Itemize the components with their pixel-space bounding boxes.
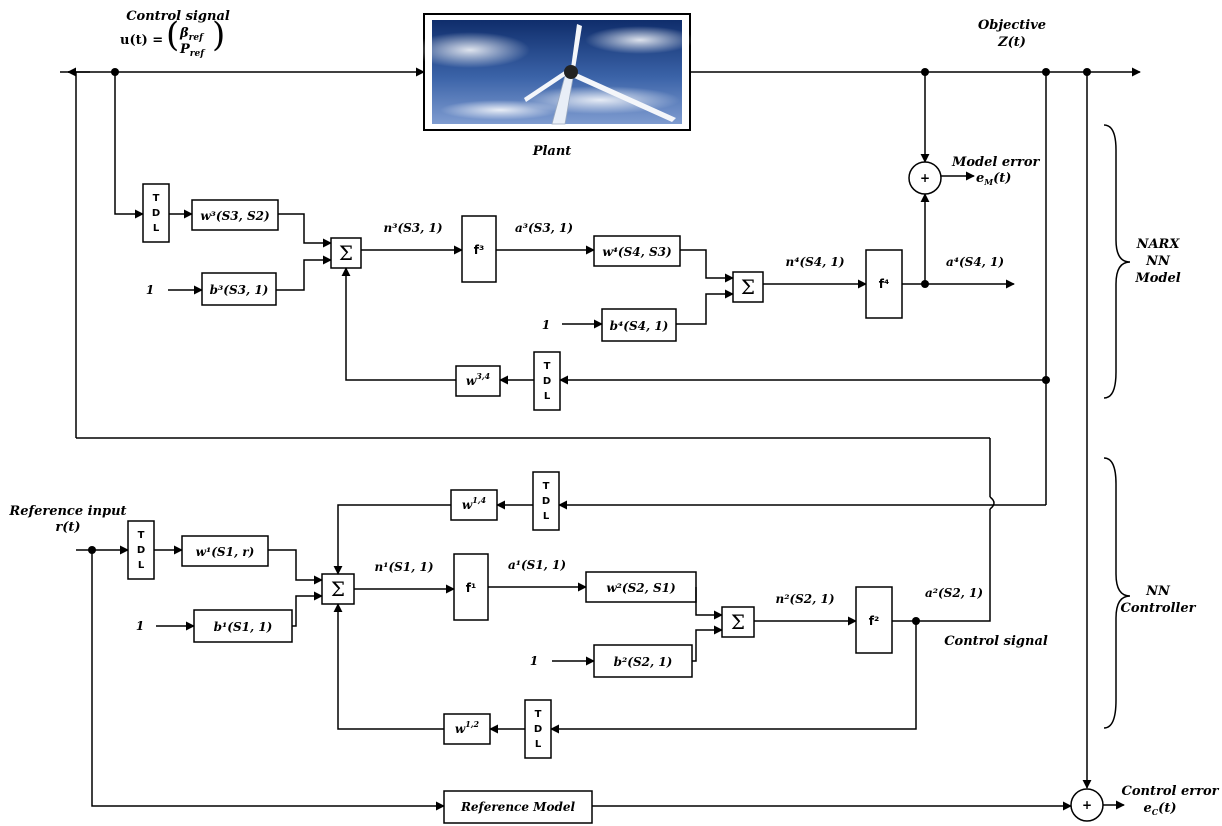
model-error-var: eM(t) <box>976 171 1011 187</box>
plant-label: Plant <box>532 144 572 159</box>
narx-bias-input-1: 1 <box>146 283 154 297</box>
controller-brace-label-1: NN <box>1145 584 1171 599</box>
ctrl-control-signal-label: Control signal <box>944 634 1048 649</box>
control-signal-eq: u(t) = <box>120 33 163 48</box>
svg-text:T: T <box>535 709 542 720</box>
svg-text:T: T <box>153 193 160 204</box>
right-paren: ) <box>212 15 225 55</box>
model-error-title: Model error <box>951 155 1041 170</box>
svg-text:L: L <box>153 223 160 234</box>
control-error-title: Control error <box>1122 784 1220 799</box>
svg-text:b³(S3, 1): b³(S3, 1) <box>210 283 269 297</box>
svg-text:f³: f³ <box>474 243 484 257</box>
narx-bias-input-2: 1 <box>542 318 550 332</box>
svg-text:w³(S3, S2): w³(S3, S2) <box>200 209 269 223</box>
svg-text:b²(S2, 1): b²(S2, 1) <box>614 655 673 669</box>
ctrl-a1-label: a¹(S1, 1) <box>508 558 566 572</box>
svg-text:f²: f² <box>869 614 879 628</box>
narx-brace-label-2: NN <box>1145 254 1171 269</box>
svg-text:D: D <box>137 545 145 556</box>
svg-text:L: L <box>543 511 550 522</box>
svg-text:L: L <box>535 739 542 750</box>
svg-text:b¹(S1, 1): b¹(S1, 1) <box>214 620 273 634</box>
reference-input-var: r(t) <box>55 520 80 535</box>
svg-text:w⁴(S4, S3): w⁴(S4, S3) <box>602 245 671 259</box>
svg-text:f¹: f¹ <box>466 581 476 595</box>
narx-n3-label: n³(S3, 1) <box>383 221 442 235</box>
ctrl-bias-input-1: 1 <box>136 619 144 633</box>
controller-brace-label-2: Controller <box>1121 601 1197 616</box>
svg-text:L: L <box>544 391 551 402</box>
ctrl-n1-label: n¹(S1, 1) <box>374 560 433 574</box>
svg-text:D: D <box>152 208 160 219</box>
narx-n4-label: n⁴(S4, 1) <box>785 255 844 269</box>
p-ref: Pref <box>179 42 206 59</box>
svg-text:Σ: Σ <box>331 577 345 601</box>
svg-text:Σ: Σ <box>339 241 353 265</box>
svg-text:Σ: Σ <box>731 610 745 634</box>
svg-text:D: D <box>543 376 551 387</box>
svg-text:Σ: Σ <box>741 275 755 299</box>
svg-text:T: T <box>543 481 550 492</box>
ctrl-a2-label: a²(S2, 1) <box>925 586 983 600</box>
ctrl-n2-label: n²(S2, 1) <box>775 592 834 606</box>
svg-text:T: T <box>138 530 145 541</box>
reference-input-title: Reference input <box>8 504 126 519</box>
svg-text:T: T <box>544 361 551 372</box>
beta-ref: βref <box>179 26 205 43</box>
narx-brace-label-1: NARX <box>1136 237 1181 252</box>
svg-text:D: D <box>534 724 542 735</box>
svg-text:Reference Model: Reference Model <box>460 800 576 814</box>
narx-a3-label: a³(S3, 1) <box>515 221 573 235</box>
narx-brace-label-3: Model <box>1134 271 1180 286</box>
svg-text:+: + <box>1082 798 1092 812</box>
svg-text:b⁴(S4, 1): b⁴(S4, 1) <box>610 319 669 333</box>
svg-text:w²(S2, S1): w²(S2, S1) <box>606 581 675 595</box>
narx-a4-label: a⁴(S4, 1) <box>946 255 1004 269</box>
top-section: Control signal u(t) = ( βref Pref ) Plan… <box>120 9 1046 159</box>
svg-text:+: + <box>920 171 930 185</box>
ctrl-bias-input-2: 1 <box>530 654 538 668</box>
nn-controller: Reference input r(t) T D L w¹(S1, r) 1 b… <box>8 458 1219 823</box>
svg-text:w¹(S1, r): w¹(S1, r) <box>196 545 255 559</box>
plant-block <box>410 14 695 130</box>
svg-text:L: L <box>138 560 145 571</box>
narx-model: T D L w³(S3, S2) 1 b³(S3, 1) Σ n³(S3, 1)… <box>143 125 1181 410</box>
left-paren: ( <box>166 15 179 55</box>
svg-text:D: D <box>542 496 550 507</box>
objective-title: Objective <box>978 18 1046 33</box>
svg-text:f⁴: f⁴ <box>879 277 889 291</box>
narx-brace <box>1104 125 1130 398</box>
objective-var: Z(t) <box>997 35 1026 50</box>
control-error-var: eC(t) <box>1144 801 1177 817</box>
controller-brace <box>1104 458 1130 728</box>
